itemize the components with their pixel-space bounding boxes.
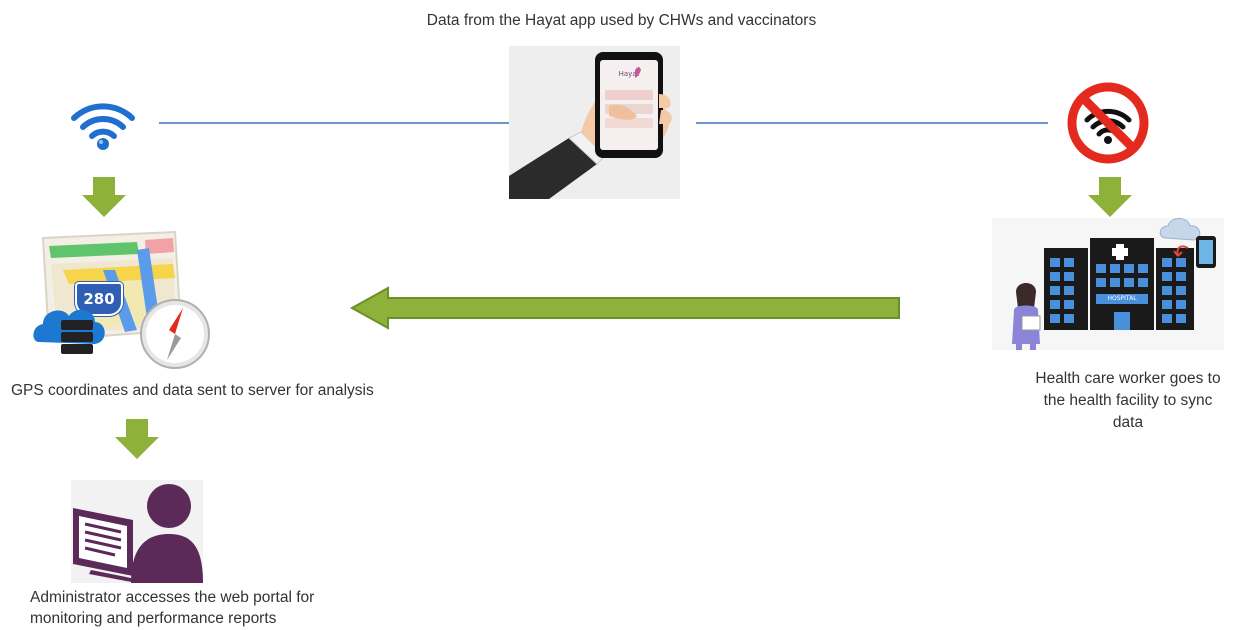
sync-caption-line-2: the health facility to sync [1043,392,1213,409]
sync-arrow-left [349,286,900,330]
app-data-caption: Data from the Hayat app used by CHWs and… [426,12,817,29]
svg-text:Hayat: Hayat [619,70,640,78]
admin-computer-icon [71,480,203,583]
no-wifi-icon [1067,82,1149,164]
map-server-icon: 280 [33,230,216,369]
admin-caption-line-1: Administrator accesses the web portal fo… [30,589,315,606]
down-arrow-left-top [82,177,126,217]
admin-caption-line-2: monitoring and performance reports [30,610,277,627]
hospital-icon: HOSPITAL [992,218,1224,350]
wifi-icon [71,103,135,150]
hospital-sign-text: HOSPITAL [1107,295,1137,302]
down-arrow-left-bottom [115,419,159,459]
sync-caption-line-1: Health care worker goes to [1035,370,1221,387]
gps-server-caption: GPS coordinates and data sent to server … [11,382,374,399]
down-arrow-right [1088,177,1132,217]
hand-holding-phone-icon: Hayat [509,46,680,199]
sync-caption-line-3: data [1112,414,1144,431]
right-connector-line [696,122,1048,124]
left-connector-line [159,122,509,124]
